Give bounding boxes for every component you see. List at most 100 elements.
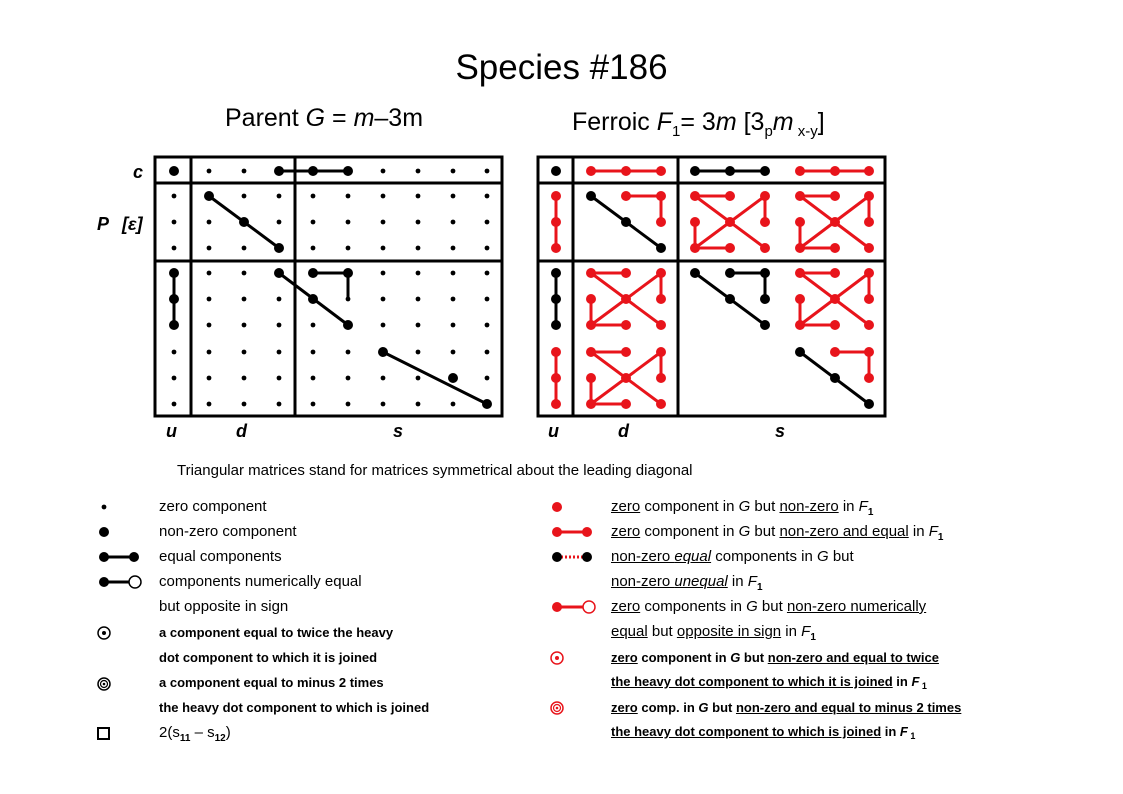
ferroic-m2: m (772, 108, 794, 136)
right-dot-pd13 (656, 191, 666, 201)
r7d: but (740, 650, 768, 665)
r9e: non-zero and equal to minus 2 times (735, 700, 962, 715)
r5b: components in (640, 598, 747, 615)
left-dot-5-8 (450, 296, 456, 302)
left-dot-0-2 (241, 168, 247, 174)
left-dot-7-7 (415, 349, 421, 355)
r2d: but (750, 523, 780, 540)
parent-eq: = (325, 104, 354, 132)
r5e: non-zero numerically (786, 598, 927, 615)
legend-r-opp-open-icon (582, 600, 596, 614)
left-dot-2-2 (239, 217, 249, 227)
left-dot-9-3 (276, 401, 282, 407)
ferroic-prefix: Ferroic (572, 108, 657, 136)
right-dot-u7 (551, 347, 561, 357)
left-dot-2-5 (345, 219, 351, 225)
parent-prefix: Parent (225, 104, 306, 132)
ferroic-sub1: 1 (672, 123, 681, 140)
left-dot-5-5 (345, 296, 351, 302)
right-p-s1-dot-02 (760, 191, 770, 201)
right-s-s1-dot-22 (864, 320, 874, 330)
legend-r-twice-1: zero component in G but non-zero and equ… (611, 650, 939, 665)
legend-r-minus2-2: the heavy dot component to which is join… (611, 724, 915, 741)
left-dot-5-2 (241, 296, 247, 302)
right-s-s1-dot-20 (795, 320, 805, 330)
right-p-s2-dot-21 (830, 243, 840, 253)
legend-square-b: 11 (179, 733, 191, 744)
r4d: F (747, 573, 757, 590)
left-dot-2-4 (310, 219, 316, 225)
left-dot-3-4 (310, 245, 316, 251)
r7a: zero (611, 650, 638, 665)
right-dot-c6 (760, 166, 770, 176)
right-dot-s77 (795, 347, 805, 357)
r1g: F (858, 498, 868, 515)
left-dot-1-5 (345, 193, 351, 199)
r7c: G (730, 650, 741, 665)
right-dot-pd12 (621, 191, 631, 201)
right-p-s2-dot-11 (830, 217, 840, 227)
r4e: 1 (756, 582, 763, 593)
legend-minus2-2: the heavy dot component to which is join… (159, 700, 430, 715)
right-u-d1-dot-12 (656, 294, 666, 304)
left-dot-1-8 (450, 193, 456, 199)
legend-square-d: 12 (214, 733, 226, 744)
right-s-s1-dot-21 (830, 320, 840, 330)
left-dot-9-1 (206, 401, 212, 407)
left-dot-7-0 (171, 349, 177, 355)
right-p-s1-dot-21 (725, 243, 735, 253)
right-u-d2-dot-21 (621, 399, 631, 409)
legend-r-black-dot2-icon (582, 552, 592, 562)
left-dot-6-3 (276, 322, 282, 328)
r3a: non-zero (611, 548, 675, 565)
right-u-d1-dot-11 (621, 294, 631, 304)
right-u-d2-dot-02 (656, 347, 666, 357)
r7e: non-zero and equal to twice (767, 650, 939, 665)
legend-opp-dot1-icon (99, 577, 109, 587)
left-dot-6-6 (380, 322, 386, 328)
legend-r-opposite-1: zero components in G but non-zero numeri… (611, 598, 926, 615)
legend-symbols (97, 502, 596, 740)
legend-r-red-dot2-icon (582, 527, 592, 537)
left-dot-8-3 (276, 375, 282, 381)
right-p-s2-dot-00 (795, 191, 805, 201)
r3b: equal (674, 548, 712, 565)
right-dot-u5 (551, 294, 561, 304)
right-dot-pd22 (621, 217, 631, 227)
right-u-d2-dot-10 (586, 373, 596, 383)
right-p-s2-dot-12 (864, 217, 874, 227)
legend-r-red-dot-icon (552, 502, 562, 512)
left-dot-0-0 (169, 166, 179, 176)
legend-square-c: – s (190, 724, 215, 741)
right-p-s2-dot-01 (830, 191, 840, 201)
r1c: G (738, 498, 751, 515)
left-dot-1-7 (415, 193, 421, 199)
legend-r-black-dot1-icon (552, 552, 562, 562)
right-dot-s44 (690, 268, 700, 278)
left-dot-2-7 (415, 219, 421, 225)
ferroic-m: m (715, 108, 737, 136)
right-dot-c9 (864, 166, 874, 176)
left-dot-0-5 (343, 166, 353, 176)
left-dot-3-6 (380, 245, 386, 251)
left-dot-0-3 (274, 166, 284, 176)
ferroic-F: F (656, 108, 673, 136)
legend-zero-component: zero component (159, 498, 267, 515)
r3d: G (816, 548, 829, 565)
left-dot-8-8 (448, 373, 458, 383)
r9d: but (708, 700, 736, 715)
left-dot-3-3 (274, 243, 284, 253)
legend-opposite-1: components numerically equal (159, 573, 362, 590)
left-dot-0-9 (484, 168, 490, 174)
legend-r-zero-nonzero: zero component in G but non-zero in F1 (611, 498, 873, 518)
right-dot-c1 (586, 166, 596, 176)
parent-group-title: Parent G = m–3m (225, 104, 423, 133)
left-dot-4-0 (169, 268, 179, 278)
ferroic-p: p (764, 123, 773, 140)
legend-square: 2(s11 – s12) (159, 724, 231, 744)
r9b: comp. in (637, 700, 699, 715)
left-dot-4-7 (415, 270, 421, 276)
left-dot-1-1 (204, 191, 214, 201)
left-dot-3-7 (415, 245, 421, 251)
left-line-s-diag2 (382, 350, 488, 406)
